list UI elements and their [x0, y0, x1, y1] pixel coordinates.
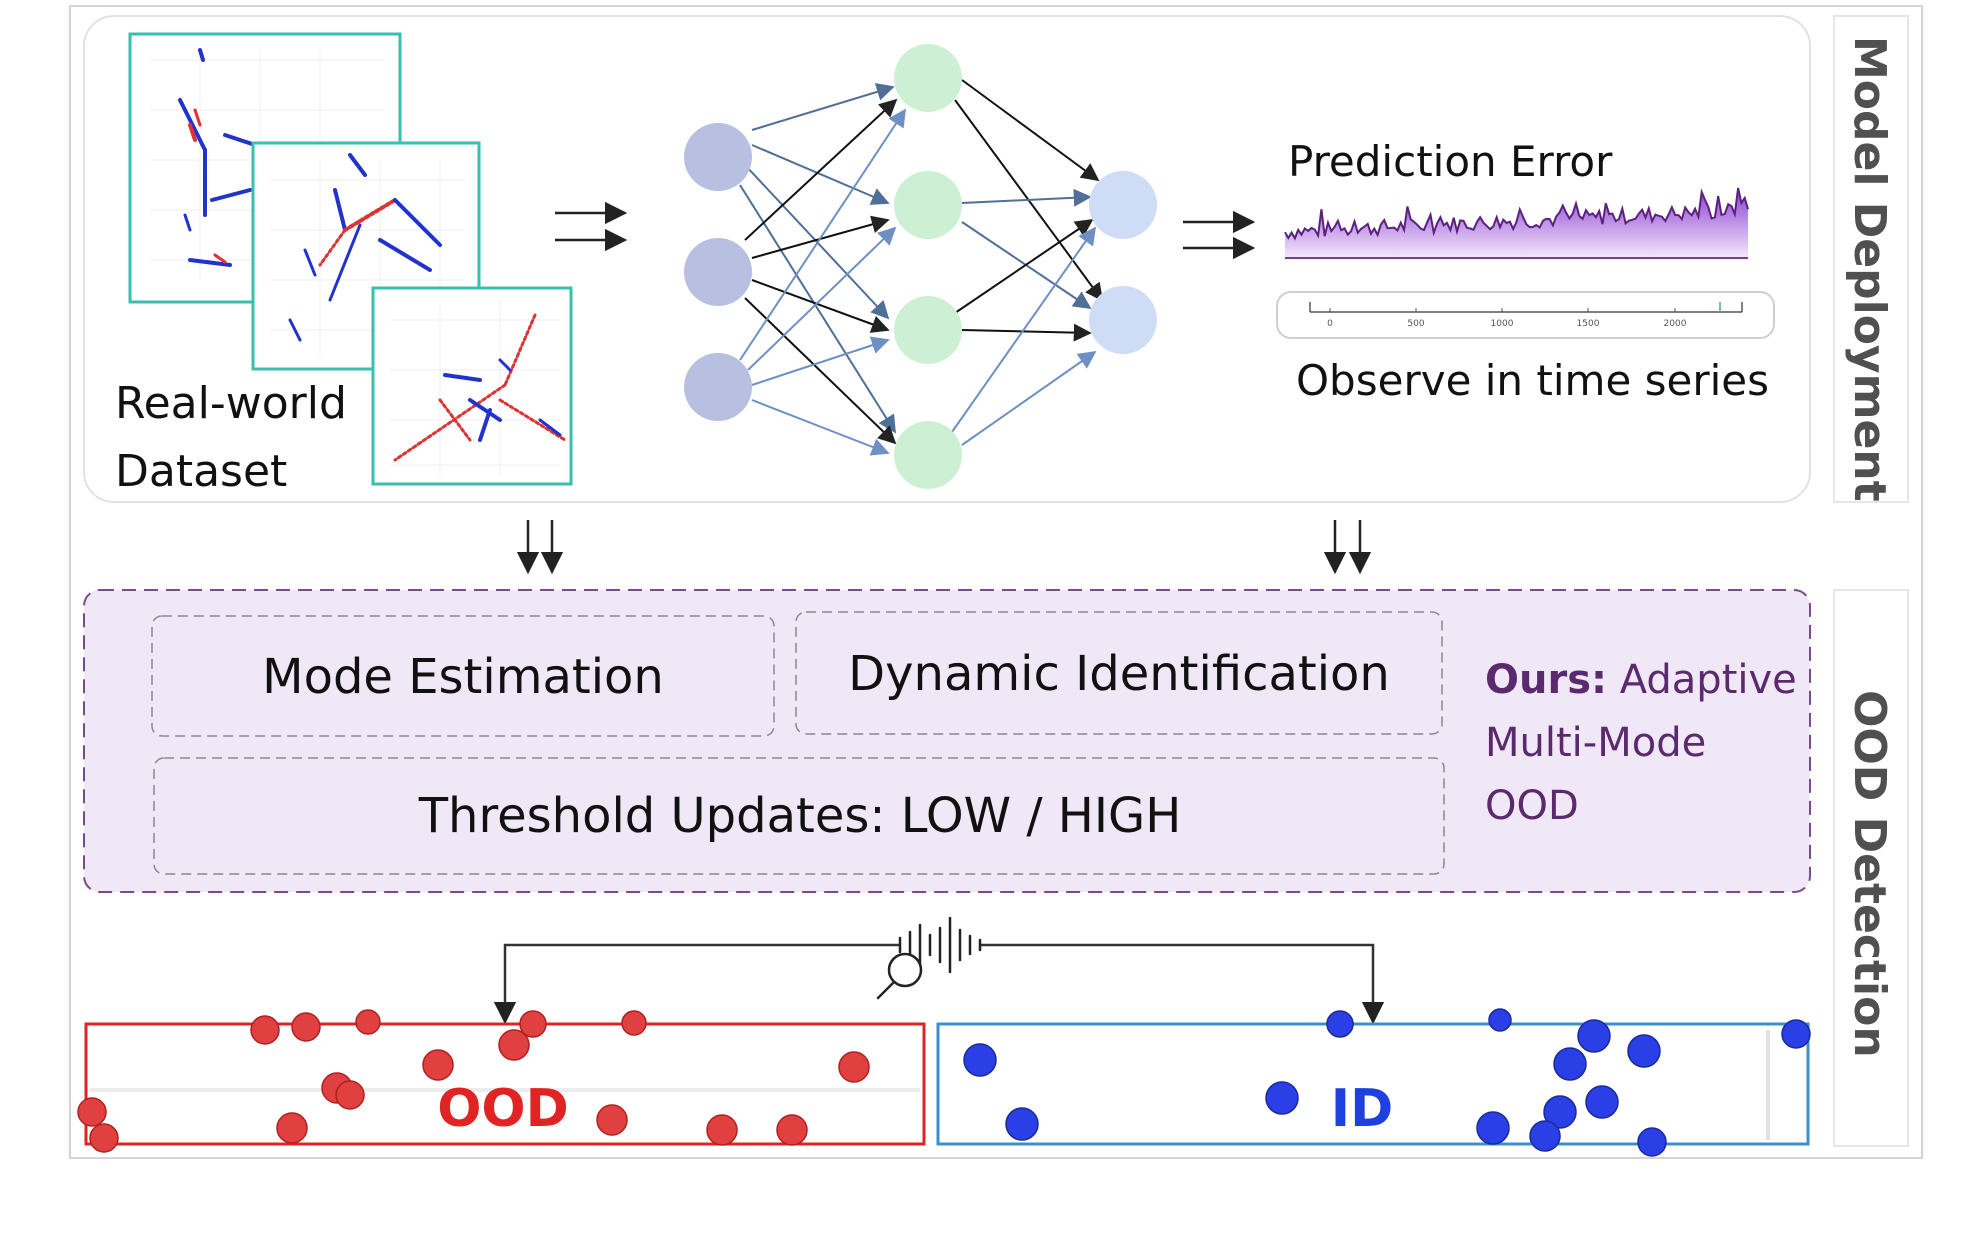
timeline-tick-2000: 2000 [1664, 319, 1687, 329]
ours-label-line2: Multi-Mode [1485, 720, 1706, 766]
id-point [1265, 1081, 1299, 1115]
id-point [1005, 1107, 1039, 1141]
id-point [1553, 1047, 1587, 1081]
dataset-label-line2: Dataset [115, 446, 287, 497]
threshold-updates-label: Threshold Updates: LOW / HIGH [418, 788, 1182, 844]
timeline-tick-500: 500 [1407, 319, 1424, 329]
ood-detection-title: OOD Detection [1844, 690, 1895, 1058]
ood-point [291, 1012, 321, 1042]
output-node-2 [1089, 286, 1157, 354]
id-point [1637, 1127, 1667, 1157]
ood-point [498, 1029, 530, 1061]
ood-point [621, 1010, 647, 1036]
ours-prefix: Ours: [1485, 657, 1607, 703]
ood-point [335, 1080, 365, 1110]
output-node-1 [1089, 171, 1157, 239]
ood-point [838, 1051, 870, 1083]
input-node-1 [684, 123, 752, 191]
double-arrow-right-1 [555, 201, 628, 252]
mode-estimation-label: Mode Estimation [262, 649, 664, 705]
ood-result-box: OOD [77, 1009, 926, 1153]
ood-point [706, 1114, 738, 1146]
dataset-label-line1: Real-world [115, 378, 347, 429]
dataset-plot-3 [371, 286, 573, 486]
ood-point [422, 1049, 454, 1081]
ood-point [250, 1015, 280, 1045]
network-connections-hidden-output [951, 79, 1104, 446]
ood-point [596, 1104, 628, 1136]
id-point [1326, 1010, 1354, 1038]
id-point [1476, 1111, 1510, 1145]
hidden-node-3 [894, 296, 962, 364]
network-connections-input-hidden [739, 83, 906, 456]
prediction-error-label: Prediction Error [1288, 137, 1613, 186]
timeline-slider: 0 500 1000 1500 2000 [1276, 291, 1775, 339]
mode-estimation-box [151, 615, 775, 737]
double-arrow-down-right [1323, 520, 1372, 575]
timeline-tick-0: 0 [1327, 319, 1333, 329]
ood-point [519, 1010, 547, 1038]
hidden-node-2 [894, 171, 962, 239]
threshold-updates-box [153, 757, 1445, 875]
ours-label-line1: Ours: Adaptive [1485, 657, 1797, 703]
id-point [1585, 1085, 1619, 1119]
dynamic-identification-box [795, 611, 1443, 735]
input-node-3 [684, 353, 752, 421]
ood-point [276, 1112, 308, 1144]
id-point [1577, 1019, 1611, 1053]
id-point [1781, 1019, 1811, 1049]
id-label: ID [1331, 1079, 1394, 1139]
ours-label-line3: OOD [1485, 783, 1579, 829]
ood-point [776, 1114, 808, 1146]
hidden-node-4 [894, 421, 962, 489]
observe-label: Observe in time series [1296, 356, 1769, 405]
id-point [1529, 1120, 1561, 1152]
id-point [1488, 1008, 1512, 1032]
ood-point [355, 1009, 381, 1035]
id-point [1627, 1034, 1661, 1068]
id-result-box: ID [936, 1008, 1811, 1157]
id-point [963, 1043, 997, 1077]
dynamic-identification-label: Dynamic Identification [848, 646, 1390, 702]
ood-point [89, 1123, 119, 1153]
signal-search-icon [876, 916, 982, 1000]
hidden-node-1 [894, 44, 962, 112]
deployment-title-box [1833, 15, 1909, 503]
network-nodes [684, 44, 1157, 489]
timeline-tick-1000: 1000 [1491, 319, 1514, 329]
double-arrow-right-2 [1183, 210, 1256, 260]
id-point [1543, 1095, 1577, 1129]
split-connector [493, 943, 1385, 1025]
outer-frame [69, 5, 1923, 1159]
detection-title-box [1833, 589, 1909, 1147]
timeline-tick-1500: 1500 [1577, 319, 1600, 329]
input-node-2 [684, 238, 752, 306]
double-arrow-down-left [516, 520, 564, 575]
prediction-error-signal [1284, 187, 1749, 259]
ood-label: OOD [437, 1079, 569, 1139]
model-deployment-title: Model Deployment [1844, 36, 1895, 502]
ood-point [77, 1097, 107, 1127]
ours-adaptive: Adaptive [1620, 657, 1797, 703]
